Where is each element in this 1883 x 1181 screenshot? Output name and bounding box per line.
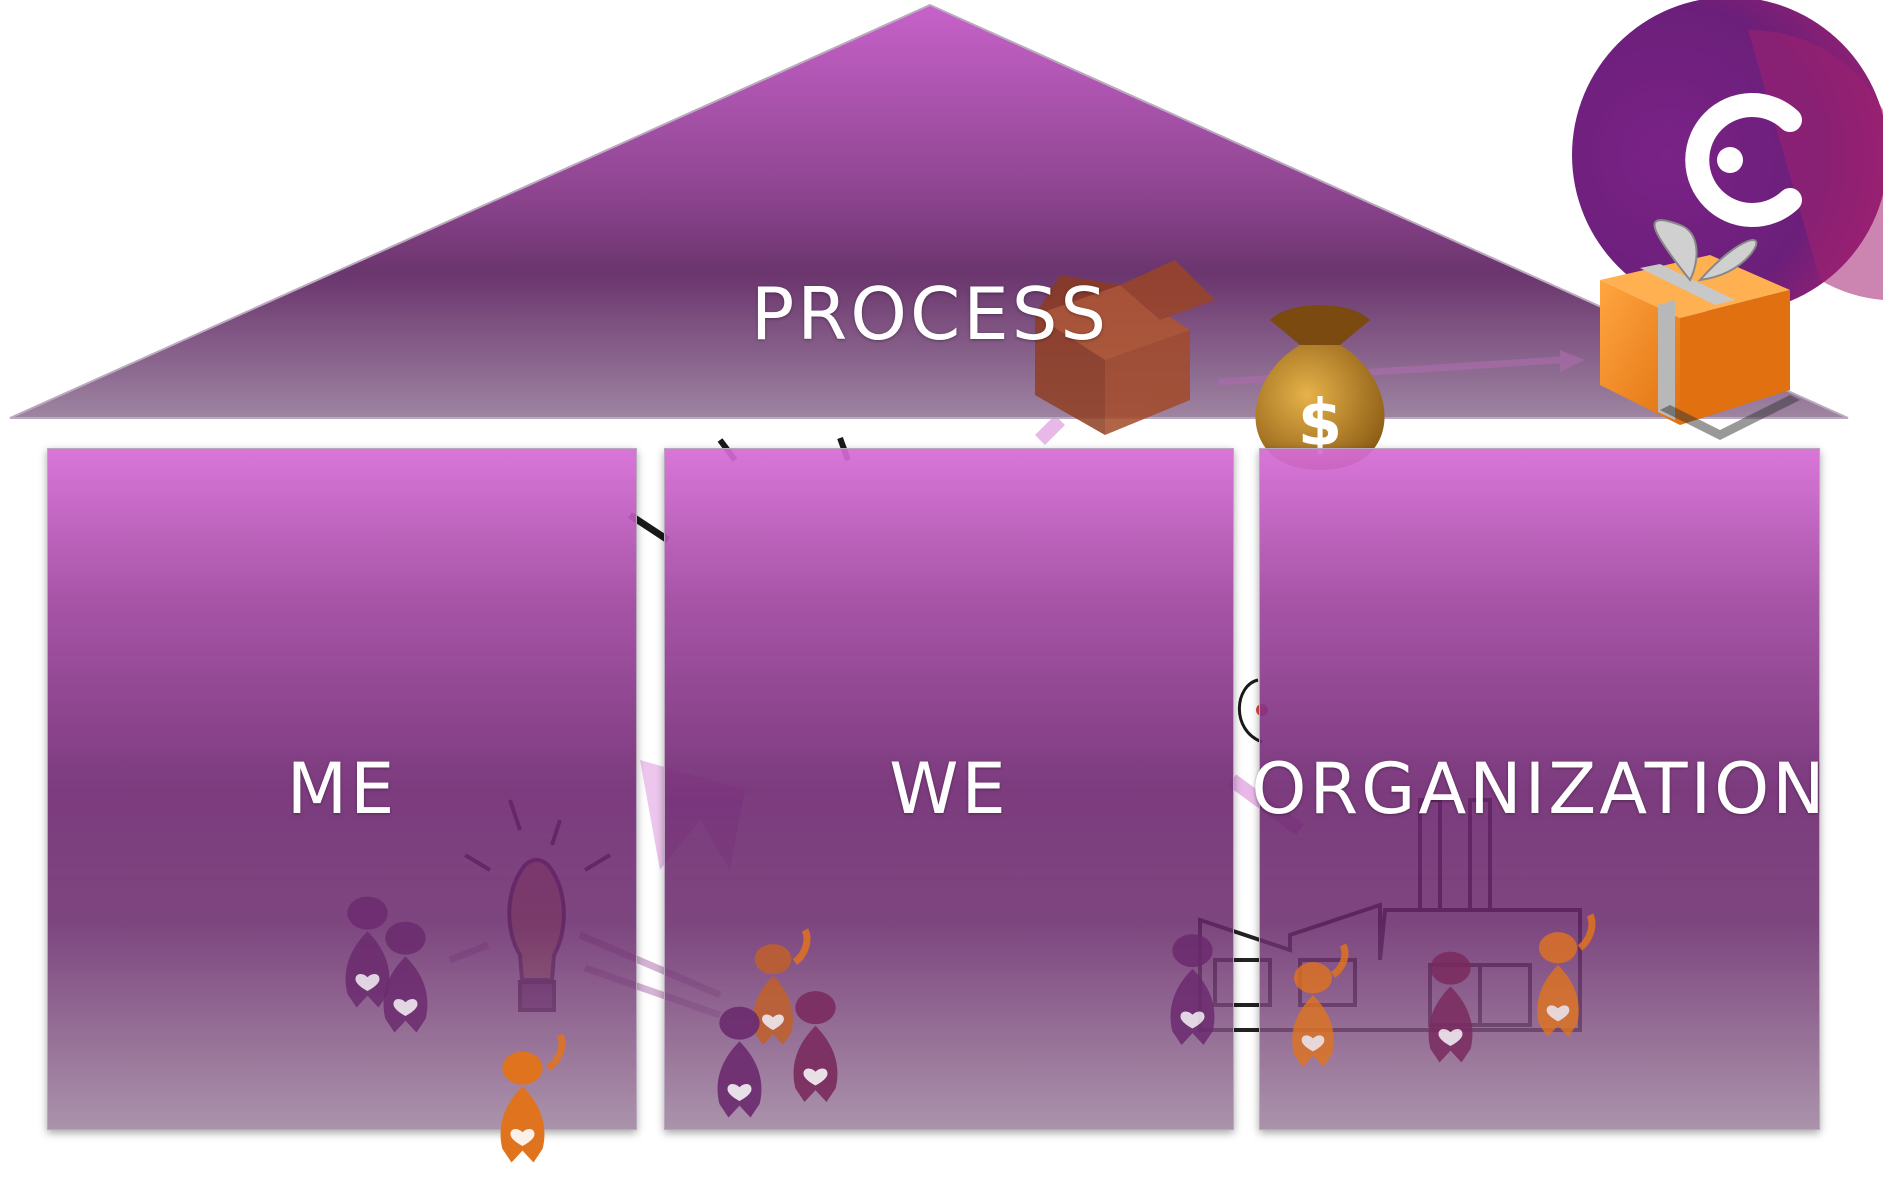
person-icon: [383, 921, 428, 1033]
person-icon: [717, 1006, 762, 1118]
pillar-me-label: ME: [286, 748, 398, 830]
pillar-me: ME: [47, 448, 637, 1130]
person-icon: [1170, 934, 1215, 1045]
person-icon: [345, 896, 390, 1008]
roof-label: PROCESS: [750, 272, 1110, 356]
gift-icon: [1600, 219, 1800, 440]
roof: [9, 3, 1849, 419]
person-icon: [793, 991, 838, 1102]
person-icon: [500, 1051, 545, 1163]
waving-arms: [545, 913, 1596, 1071]
person-icon: [1292, 962, 1334, 1067]
pillar-we-label: WE: [889, 748, 1009, 830]
person-icon: [1428, 951, 1473, 1063]
person-icon: [1537, 932, 1579, 1037]
box-icon: [1035, 260, 1215, 435]
money-bag-icon: $: [1255, 305, 1385, 470]
person-icon: [753, 944, 793, 1045]
logo-icon: [1572, 0, 1883, 313]
pillar-organization-label: ORGANIZATION: [1251, 748, 1828, 830]
